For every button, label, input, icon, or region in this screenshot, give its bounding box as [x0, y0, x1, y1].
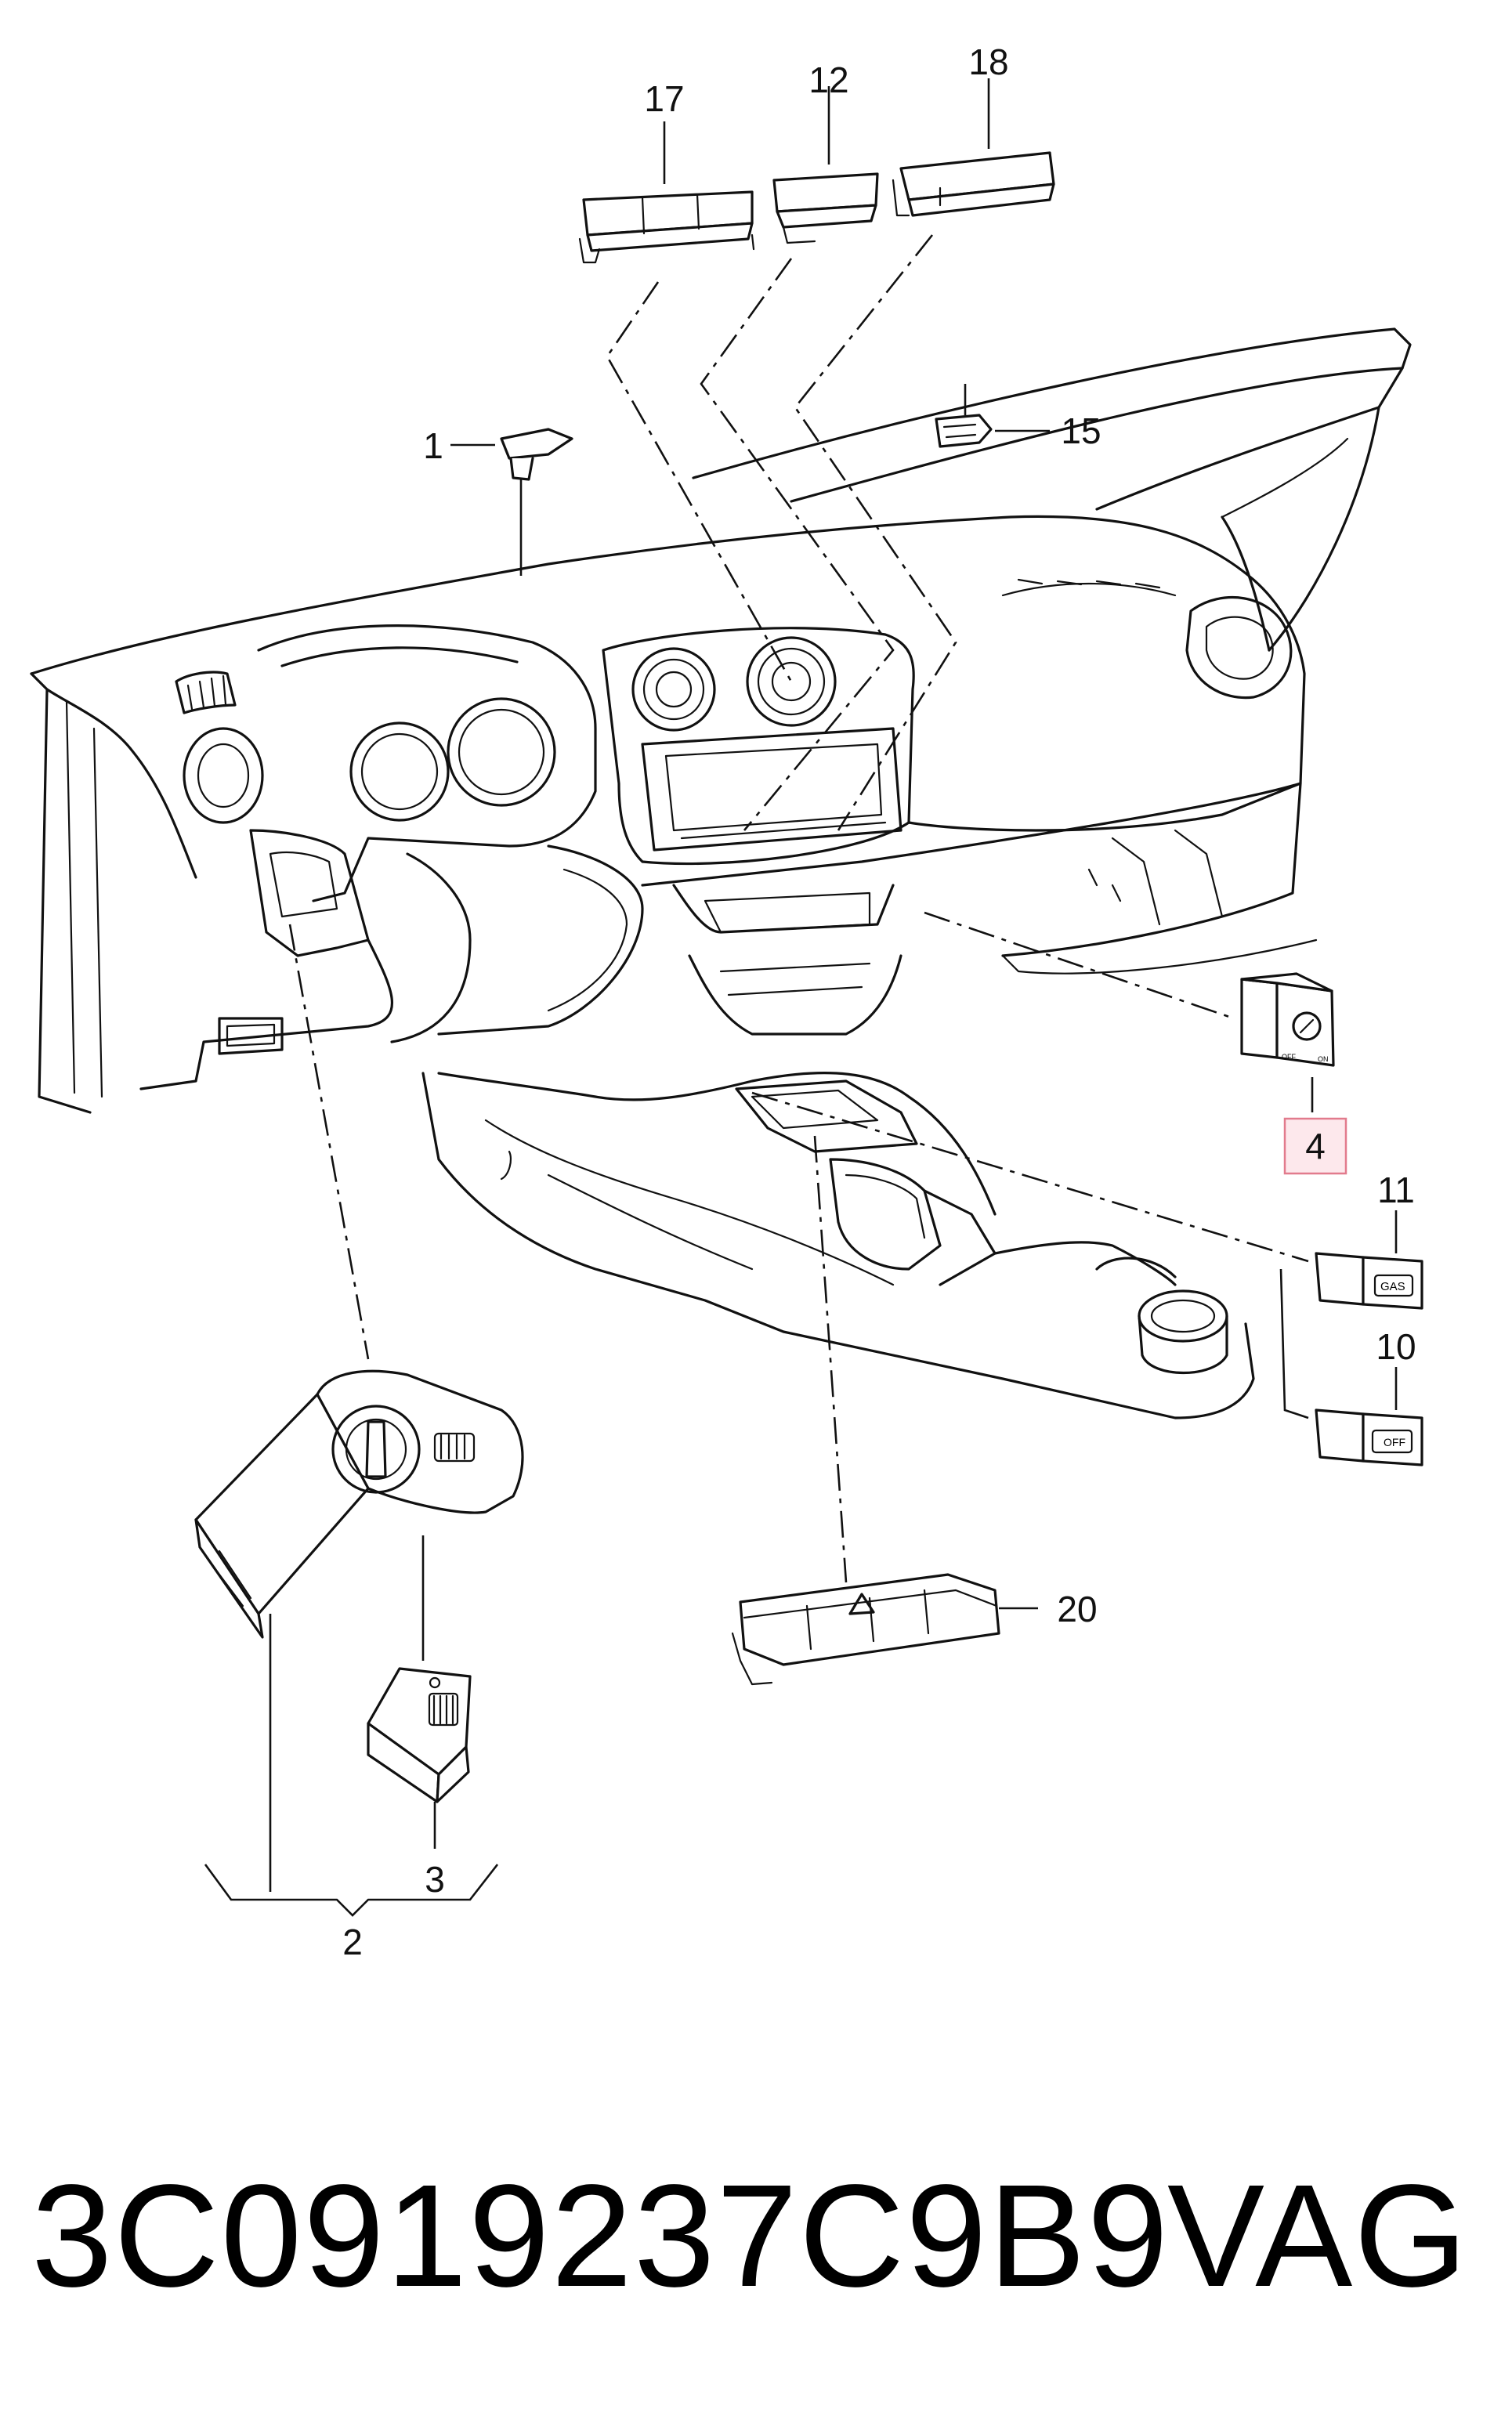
airbag-switch-4: OFF ON [1240, 972, 1335, 1067]
clip-15 [935, 414, 993, 448]
off-button-text: OFF [1384, 1436, 1405, 1448]
dashboard-illustration [30, 327, 1412, 1419]
part-label-2: 2 [342, 1922, 363, 1962]
airbag-off-text: OFF [1282, 1053, 1296, 1061]
part-label-3: 3 [425, 1859, 445, 1900]
light-switch-2 [194, 1369, 524, 1639]
part-label-10: 10 [1376, 1326, 1416, 1367]
switch-strip-17 [578, 190, 755, 264]
off-button-10: OFF [1315, 1409, 1423, 1466]
gas-button-text: GAS [1380, 1280, 1405, 1293]
button-strip-20 [731, 1573, 1000, 1686]
switch-strip-18 [892, 151, 1055, 217]
part-label-20: 20 [1057, 1589, 1097, 1629]
clip-1 [500, 428, 573, 481]
part-label-17: 17 [644, 78, 684, 119]
part-labels: 17 12 18 1 15 4 11 10 20 3 2 [342, 42, 1416, 1962]
part-number-text: 3C0919237C9B9 [31, 2155, 1170, 2317]
part-label-4: 4 [1305, 1126, 1326, 1166]
gas-button-11: GAS [1315, 1252, 1423, 1310]
small-switch-3 [367, 1667, 472, 1803]
part-label-1: 1 [423, 425, 443, 466]
highlight-box-4 [1283, 1117, 1347, 1175]
part-label-12: 12 [808, 60, 848, 100]
brand-text: VAG [1167, 2155, 1469, 2317]
part-label-11: 11 [1377, 1170, 1415, 1210]
callout-lines [204, 78, 1398, 1917]
part-label-15: 15 [1061, 410, 1101, 451]
switch-blank-12 [772, 172, 879, 244]
airbag-on-text: ON [1318, 1055, 1329, 1063]
part-label-18: 18 [968, 42, 1008, 82]
